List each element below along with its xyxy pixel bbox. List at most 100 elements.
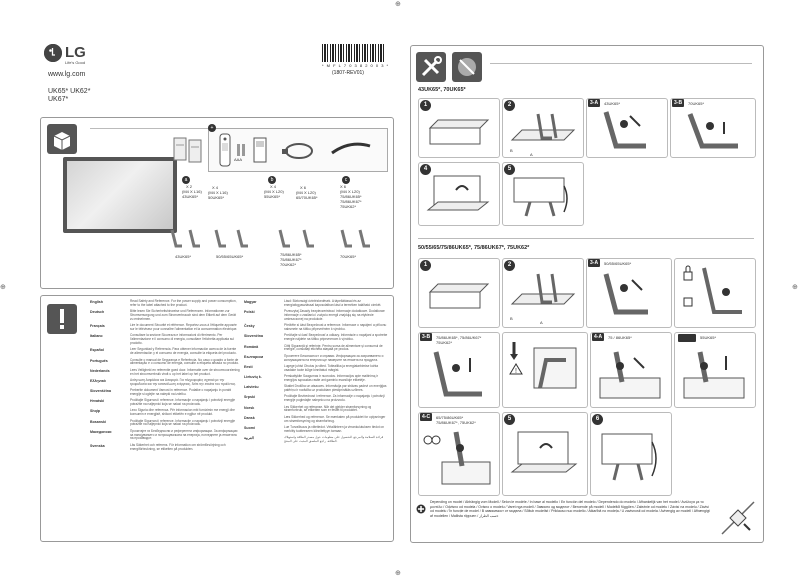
note-icon — [416, 501, 426, 519]
step-number: 6 — [592, 414, 603, 425]
language-name: Български — [244, 354, 264, 359]
language-text: Ανάγνωση Ασφάλεια και Αναφορά. Για πληρο… — [130, 377, 237, 386]
language-text: Прочетете Безопасност и справки. Информа… — [284, 353, 384, 362]
stand-illustration — [338, 228, 376, 255]
language-entry: Lietuvių k.Perskaitykite Saugumas ir nuo… — [244, 374, 390, 383]
language-name: Eesti — [244, 364, 253, 369]
battery-label: AAA — [234, 157, 243, 162]
language-entry: Български Прочетете Безопасност и справки… — [244, 353, 390, 363]
step-tag: 3-B — [420, 333, 433, 341]
cable-management-illustration — [510, 172, 576, 225]
tv-illustration — [63, 157, 177, 233]
language-name: Magyar — [244, 300, 257, 304]
lg-logo-icon — [44, 44, 62, 62]
step-number: 2 — [504, 100, 515, 111]
language-text: قراءة السلامة والمرجع. للحصول على معلوما… — [284, 435, 384, 444]
screw-models: 43UK65* — [182, 194, 199, 199]
screw-qty: X 6 — [340, 184, 347, 189]
language-text: Bitte lesen Sie Sicherheitshinweise und … — [130, 309, 236, 321]
step-card — [502, 98, 584, 158]
screw-spec: (M4 X L20) — [296, 190, 316, 195]
language-text: Prečítajte si časť Bezpečnosť a odkazy. … — [284, 333, 388, 342]
step-tag: 3-B — [672, 99, 685, 107]
step-number: 5 — [504, 164, 515, 175]
language-text: Lue Turvallisuus ja viitetiedot. Virtalä… — [284, 425, 385, 433]
screw-spec: (M4 X L16) — [208, 190, 228, 195]
brand-tagline: Life's Good — [65, 60, 86, 65]
svg-text:!: ! — [515, 368, 517, 375]
step-tag: 4-C — [420, 413, 433, 421]
language-name: Português — [90, 358, 108, 363]
screw-letter-c: c — [342, 176, 350, 184]
screw-qty: X 6 — [300, 185, 307, 190]
language-name: Italiano — [90, 334, 103, 339]
language-text: Consulte o manual de Segurança e Referên… — [130, 357, 239, 366]
website-link[interactable]: www.lg.com — [48, 71, 86, 78]
step-label: 50/55/65UK65* — [604, 261, 632, 266]
model-list: UK65* UK62* UK67* — [48, 88, 90, 104]
language-name: Bosanski — [90, 419, 106, 424]
language-entry: Norsk Les Sikkerhet og referanse. Når det… — [244, 404, 390, 414]
step-number: 1 — [420, 260, 431, 271]
label-b: B — [510, 148, 513, 153]
screw-models: 50UK65* — [208, 195, 225, 200]
step-label: 70UK65* — [688, 101, 705, 106]
tv-box-illustration — [428, 118, 490, 151]
stand-illustration — [212, 228, 256, 255]
language-entry: Deutsch Bitte lesen Sie Sicherheitshinwei… — [90, 309, 240, 321]
language-text: Leer Seguridad y Referencia. Para obtene… — [130, 347, 237, 356]
screw-fastening-illustration — [598, 348, 664, 407]
language-text: Les Sikkerhet og referanse. Når det gjel… — [284, 404, 372, 413]
language-name: العربية — [244, 436, 254, 441]
language-text: Læs Sikkerhed og reference. Se mærkaten … — [284, 414, 386, 423]
language-entry: Português Consulte o manual de Segurança … — [90, 357, 240, 367]
screw-list: a X 2 (M4 X L16) 43UK65* X 4 (M4 X L16) … — [172, 176, 392, 216]
section-header: 43UK65*, 70UK65* — [418, 87, 466, 93]
model-tag-box — [678, 334, 696, 342]
screw-item: b X 4 (M4 X L20) 55UK65* — [258, 176, 300, 199]
language-text: Lire le document Sécurité et référence. … — [130, 323, 238, 331]
language-name: Deutsch — [90, 310, 105, 315]
barcode — [322, 44, 384, 62]
panel-divider — [490, 63, 752, 64]
manual-illustration — [172, 135, 206, 170]
stand-illustration — [276, 228, 324, 255]
step-label: 75 / 86UK65* — [608, 335, 632, 340]
language-entry: Eesti Lugege juhist Ohutus ja viited. Toi… — [244, 363, 390, 373]
remote-illustration — [218, 133, 232, 172]
lift-tv-illustration — [426, 172, 492, 225]
step-number: 4 — [420, 164, 431, 175]
screw-models: 75/86UK65* 75/86UK67* 75UK62* — [340, 194, 362, 209]
brand-logo-text: LG — [65, 44, 86, 61]
cable-management-illustration — [598, 428, 664, 491]
screw-fastening-illustration — [422, 428, 494, 495]
language-entry: العربية قراءة السلامة والمرجع. للحصول على… — [244, 435, 390, 444]
language-name: Latviešu — [244, 385, 259, 390]
language-name: Svenska — [90, 443, 105, 448]
barcode-number: * M F L 7 0 3 8 2 0 0 3 * — [322, 63, 390, 68]
language-text: Lugege juhist Ohutus ja viited. Toiteall… — [284, 363, 379, 372]
section-header: 50/55/65/75/86UK65*, 75/86UK67*, 75UK62* — [418, 245, 530, 251]
screw-models: 55UK65* — [264, 194, 281, 199]
language-text: Přečtěte si část Bezpečnost a reference.… — [284, 323, 387, 331]
registration-mark-left: ⊕ — [0, 284, 6, 291]
language-name: Norsk — [244, 405, 255, 410]
footer-note: Depending on model / Abhängig vom Modell… — [430, 500, 710, 518]
step-card — [674, 258, 756, 328]
language-text: Pročitajte Sigurnost i reference. Inform… — [130, 398, 236, 407]
